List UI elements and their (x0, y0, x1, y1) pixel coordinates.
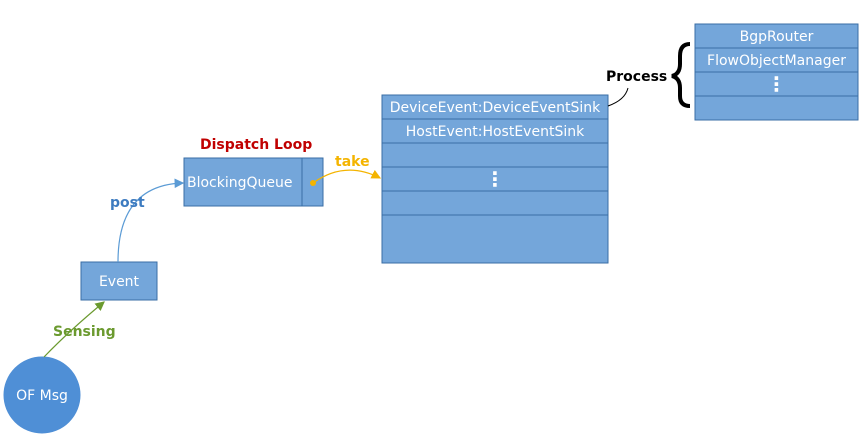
sink-row-label: DeviceEvent:DeviceEventSink (390, 100, 601, 116)
post-label: post (110, 195, 145, 211)
dispatch-loop-label: Dispatch Loop (200, 137, 312, 153)
take-label: take (335, 154, 370, 170)
event-sink-table: DeviceEvent:DeviceEventSinkHostEvent:Hos… (381, 94, 609, 264)
post-arrow (117, 178, 185, 263)
sensing-label: Sensing (53, 324, 116, 340)
of-msg-label: OF Msg (16, 388, 68, 404)
handler-row-label: ⋮ (767, 72, 787, 96)
sensing-arrow (43, 301, 105, 358)
process-label: Process (606, 69, 667, 85)
sink-row-label: ⋮ (485, 167, 505, 191)
blocking-queue-label: BlockingQueue (187, 175, 293, 191)
process-connector (607, 87, 629, 107)
sink-row-label: HostEvent:HostEventSink (406, 124, 585, 140)
of-msg-node: OF Msg (3, 356, 81, 434)
brace-icon (671, 42, 691, 108)
event-label: Event (99, 274, 140, 290)
event-node: Event (80, 261, 158, 301)
handler-row-label: FlowObjectManager (707, 53, 846, 69)
blocking-queue-node: BlockingQueue (183, 157, 324, 207)
handler-row-label: BgpRouter (740, 29, 814, 45)
take-arrow (312, 169, 382, 184)
